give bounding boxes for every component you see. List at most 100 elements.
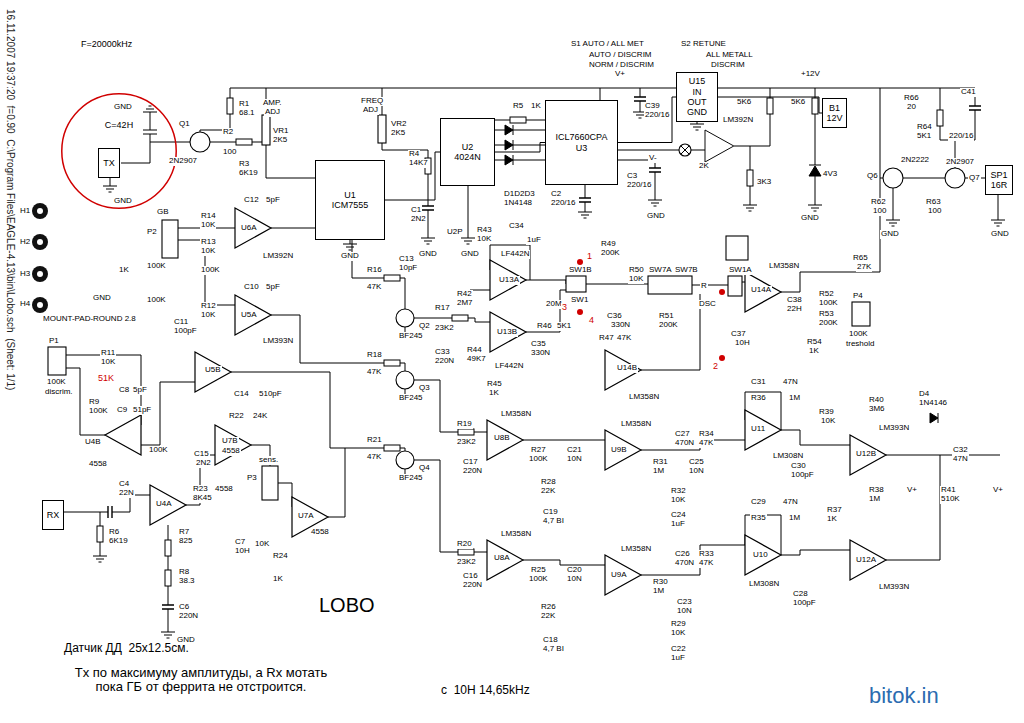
part-label: 100K: [818, 299, 839, 308]
part-label: GND: [92, 294, 112, 303]
opamp-symbol: [490, 260, 526, 300]
part-label: 1M: [868, 495, 881, 504]
ic-box: U24024N: [440, 118, 495, 186]
resistor-symbol: [97, 526, 103, 542]
part-label: 10K: [200, 311, 216, 320]
switch-symbol: [648, 276, 692, 294]
part-label: 330N: [610, 321, 631, 330]
opamp-symbol: [215, 425, 251, 465]
resistor-symbol: [165, 570, 171, 586]
part-label: 4,7 BI: [542, 517, 565, 526]
part-label: 5pF: [265, 196, 281, 205]
part-label: C6: [178, 603, 190, 612]
part-label: P1: [48, 337, 60, 346]
part-label: C22: [670, 645, 687, 654]
part-label: BF245: [398, 474, 424, 483]
node-text: U1: [344, 190, 356, 200]
opamp-symbol: [745, 272, 781, 312]
node-text: 4024N: [454, 152, 481, 162]
part-label: R8: [178, 568, 190, 577]
connector-symbol: [162, 220, 178, 258]
part-label: V+: [992, 486, 1004, 495]
part-label: GND: [646, 212, 666, 221]
part-label: LM393N: [878, 424, 910, 433]
capacitor-symbol: [579, 198, 591, 202]
part-label: U8A: [493, 554, 511, 563]
part-label: C9: [116, 406, 128, 415]
part-label: P2: [146, 228, 158, 237]
part-label: R6: [108, 528, 120, 537]
part-label: 47K: [698, 559, 714, 568]
part-label: R24: [272, 552, 289, 561]
part-label: C11: [173, 318, 189, 327]
part-label: R12: [200, 302, 217, 311]
part-label: R5: [512, 102, 524, 111]
part-label: U5A: [240, 311, 258, 320]
part-label: 4: [588, 316, 595, 326]
speaker-connector: SP116R: [985, 165, 1013, 195]
part-label: D4: [918, 390, 930, 399]
part-label: SW7B: [674, 266, 699, 275]
part-label: 47K: [366, 368, 382, 377]
part-label: LM393N: [878, 583, 910, 592]
part-label: V+: [906, 486, 918, 495]
part-label: R20: [456, 540, 473, 549]
part-label: 100K: [528, 575, 549, 584]
part-label: R65: [852, 254, 869, 263]
part-label: 4558: [310, 528, 330, 537]
part-label: R38: [868, 486, 885, 495]
part-label: R19: [456, 420, 473, 429]
part-label: C18: [542, 636, 559, 645]
part-label: GND: [800, 214, 820, 223]
node-text: U3: [576, 143, 588, 153]
part-label: R63: [925, 198, 942, 207]
part-label: discrim.: [44, 388, 74, 397]
part-label: U13A: [498, 276, 520, 285]
capacitor-symbol: [649, 168, 661, 172]
part-label: 100K: [200, 266, 221, 275]
part-label: R33: [698, 550, 715, 559]
part-label: U11: [750, 425, 766, 434]
part-label: R27: [530, 446, 547, 455]
transistor-symbol: [396, 451, 414, 469]
part-label: 220/16: [550, 199, 576, 208]
resistor-symbol: [384, 360, 400, 366]
part-label: H1: [19, 207, 31, 216]
part-label: 220/16: [626, 181, 652, 190]
part-label: 1N4148: [503, 199, 533, 208]
part-label: 330N: [530, 349, 551, 358]
part-label: AMP.: [262, 99, 283, 108]
wire-connector: [718, 97, 822, 113]
part-label: P3: [246, 474, 258, 483]
transistor-symbol: [883, 168, 903, 188]
part-label: GND: [990, 230, 1010, 239]
part-label: U7A: [297, 512, 315, 521]
node-text: B1: [829, 103, 840, 113]
part-label: 47K: [698, 439, 714, 448]
part-label: U4A: [155, 500, 173, 509]
part-label: 10N: [688, 467, 705, 476]
node-text: 16R: [991, 180, 1008, 190]
part-label: R11: [100, 349, 116, 358]
part-label: 825: [178, 537, 193, 546]
part-label: U12B: [855, 450, 877, 459]
connector-box: TX: [98, 148, 120, 178]
part-label: R36: [750, 394, 767, 403]
part-label: R29: [670, 620, 687, 629]
resistor-symbol: [510, 117, 526, 123]
part-label: R46: [536, 322, 553, 331]
part-label: 470N: [674, 439, 695, 448]
part-label: C34: [508, 222, 525, 231]
part-label: C16: [462, 572, 479, 581]
part-label: 1K: [530, 102, 542, 111]
part-label: 2: [712, 362, 719, 372]
part-label: Q6: [866, 172, 879, 181]
part-label: 1K: [826, 515, 838, 524]
part-label: 3M6: [868, 405, 886, 414]
part-label: 47N: [782, 498, 799, 507]
capacitor-symbol: [108, 506, 112, 518]
node-text: U15: [689, 76, 706, 86]
part-label: C1: [410, 206, 422, 215]
part-label: 1: [586, 252, 593, 262]
part-label: 100: [872, 207, 887, 216]
